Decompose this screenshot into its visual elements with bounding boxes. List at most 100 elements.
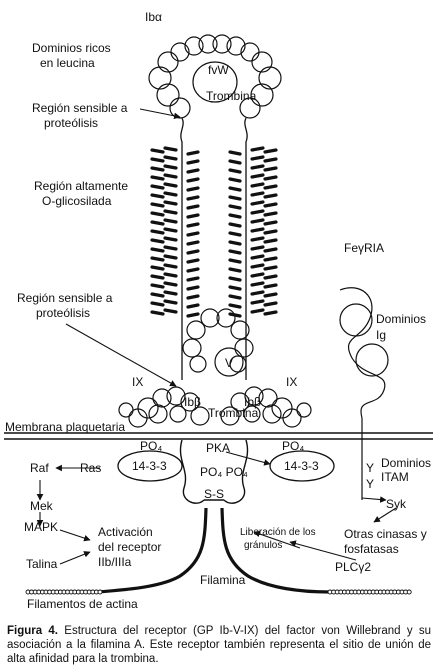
kinases-label-2: fosfatasas [344, 542, 399, 556]
ib-beta-right-label: Ibβ [244, 395, 261, 409]
glycan-stroke [263, 292, 278, 298]
glycan-stroke [150, 193, 165, 199]
glycan-stroke [228, 294, 242, 300]
ras-label: Ras [80, 461, 101, 475]
glycan-stroke [186, 231, 200, 237]
platelet-membrane [4, 432, 433, 440]
14-3-3-left-label: 14-3-3 [132, 459, 167, 473]
granule-release-label: Liberación de los [240, 527, 316, 538]
glycan-stroke [250, 200, 265, 206]
glycan-stroke [186, 150, 200, 156]
y-label-1: Y [366, 461, 374, 475]
glyco-label-2: O-glicosilada [42, 194, 112, 208]
glycan-stroke [186, 177, 200, 183]
glycan-stroke [263, 211, 278, 217]
glycan-stroke [186, 204, 200, 210]
leucine-rich-domain-loops [148, 34, 282, 119]
glycan-stroke [163, 209, 178, 215]
glycan-stroke [263, 184, 278, 190]
leucine-domains-label-2: en leucina [40, 56, 95, 70]
glycan-stroke [263, 193, 278, 199]
po4-right-label: PO₄ [282, 439, 304, 453]
glycan-stroke [250, 146, 265, 152]
glycan-stroke [186, 267, 200, 273]
ib-alpha-chains [180, 117, 248, 380]
fvw-label: fvW [208, 63, 229, 77]
activation-label: Activación [98, 525, 153, 539]
glycan-stroke [163, 227, 178, 233]
figure-caption-text: Estructura del receptor (GP Ib-V-IX) del… [7, 625, 431, 665]
glycan-stroke [163, 182, 178, 188]
glycan-stroke [250, 164, 265, 170]
glycan-stroke [163, 263, 178, 269]
glycan-stroke [150, 283, 165, 289]
glycan-stroke [150, 202, 165, 208]
glycan-stroke [228, 285, 242, 291]
glycan-stroke [163, 272, 178, 278]
raf-label: Raf [30, 461, 49, 475]
glycan-stroke [228, 150, 242, 156]
activation-label-2: del receptor [98, 540, 161, 554]
actin-bead [406, 589, 412, 595]
po4-pair-label: PO₄ PO₄ [200, 465, 248, 479]
glycan-stroke [150, 274, 165, 280]
glycan-stroke [163, 146, 178, 152]
thrombin-top-label: Trombina [206, 89, 257, 103]
glycan-stroke [150, 292, 165, 298]
glycan-stroke [163, 290, 178, 296]
glyco-label: Región altamente [34, 179, 128, 193]
figure-caption-lead: Figura 4. [7, 625, 58, 637]
glycan-stroke [228, 195, 242, 201]
actin-filament [25, 589, 412, 595]
leucine-domains-label: Dominios ricos [32, 41, 111, 55]
glycan-stroke [150, 175, 165, 181]
fcgria-label: FeγRIA [344, 241, 384, 255]
glycan-stroke [250, 272, 265, 278]
glycan-stroke [186, 240, 200, 246]
syk-label: Syk [386, 497, 407, 511]
glycan-stroke [263, 175, 278, 181]
membrane-label: Membrana plaquetaria [5, 420, 125, 434]
glycan-stroke [186, 213, 200, 219]
glycan-stroke [263, 247, 278, 253]
glycan-stroke [186, 312, 200, 318]
glycan-stroke [186, 195, 200, 201]
glycan-stroke [263, 283, 278, 289]
glycan-stroke [250, 173, 265, 179]
glycan-stroke [263, 220, 278, 226]
ib-alpha-label: Ibα [145, 10, 162, 24]
glycan-stroke [186, 303, 200, 309]
activation-label-3: IIb/IIIa [98, 555, 132, 569]
v-label: V [225, 356, 233, 370]
ib-beta-left-label: Ibβ [184, 395, 201, 409]
glycan-stroke [250, 299, 265, 305]
glycan-stroke [250, 308, 265, 314]
glycan-stroke [150, 166, 165, 172]
talina-label: Talina [26, 557, 58, 571]
ig-domains-label: Dominios [376, 312, 426, 326]
glycan-stroke [186, 159, 200, 165]
kinases-label: Otras cinasas y [344, 527, 427, 541]
ix-right-label: IX [286, 375, 297, 389]
glycan-stroke [150, 220, 165, 226]
glycan-stroke [186, 222, 200, 228]
glycan-stroke [186, 294, 200, 300]
glycan-stroke [228, 231, 242, 237]
14-3-3-right-label: 14-3-3 [284, 459, 319, 473]
plcg2-label: PLCγ2 [335, 560, 371, 574]
glycan-stroke [263, 238, 278, 244]
glycan-stroke [250, 227, 265, 233]
glycan-stroke [150, 211, 165, 217]
pka-label: PKA [206, 441, 230, 455]
actin-label: Filamentos de actina [27, 597, 138, 611]
glycan-stroke [150, 256, 165, 262]
glycan-stroke [250, 281, 265, 287]
glycan-stroke [150, 184, 165, 190]
ss-bond-label: S-S [204, 487, 224, 501]
glycan-stroke [263, 202, 278, 208]
glycan-stroke [228, 159, 242, 165]
glycan-stroke [150, 265, 165, 271]
glycan-stroke [163, 299, 178, 305]
glycan-stroke [263, 148, 278, 154]
